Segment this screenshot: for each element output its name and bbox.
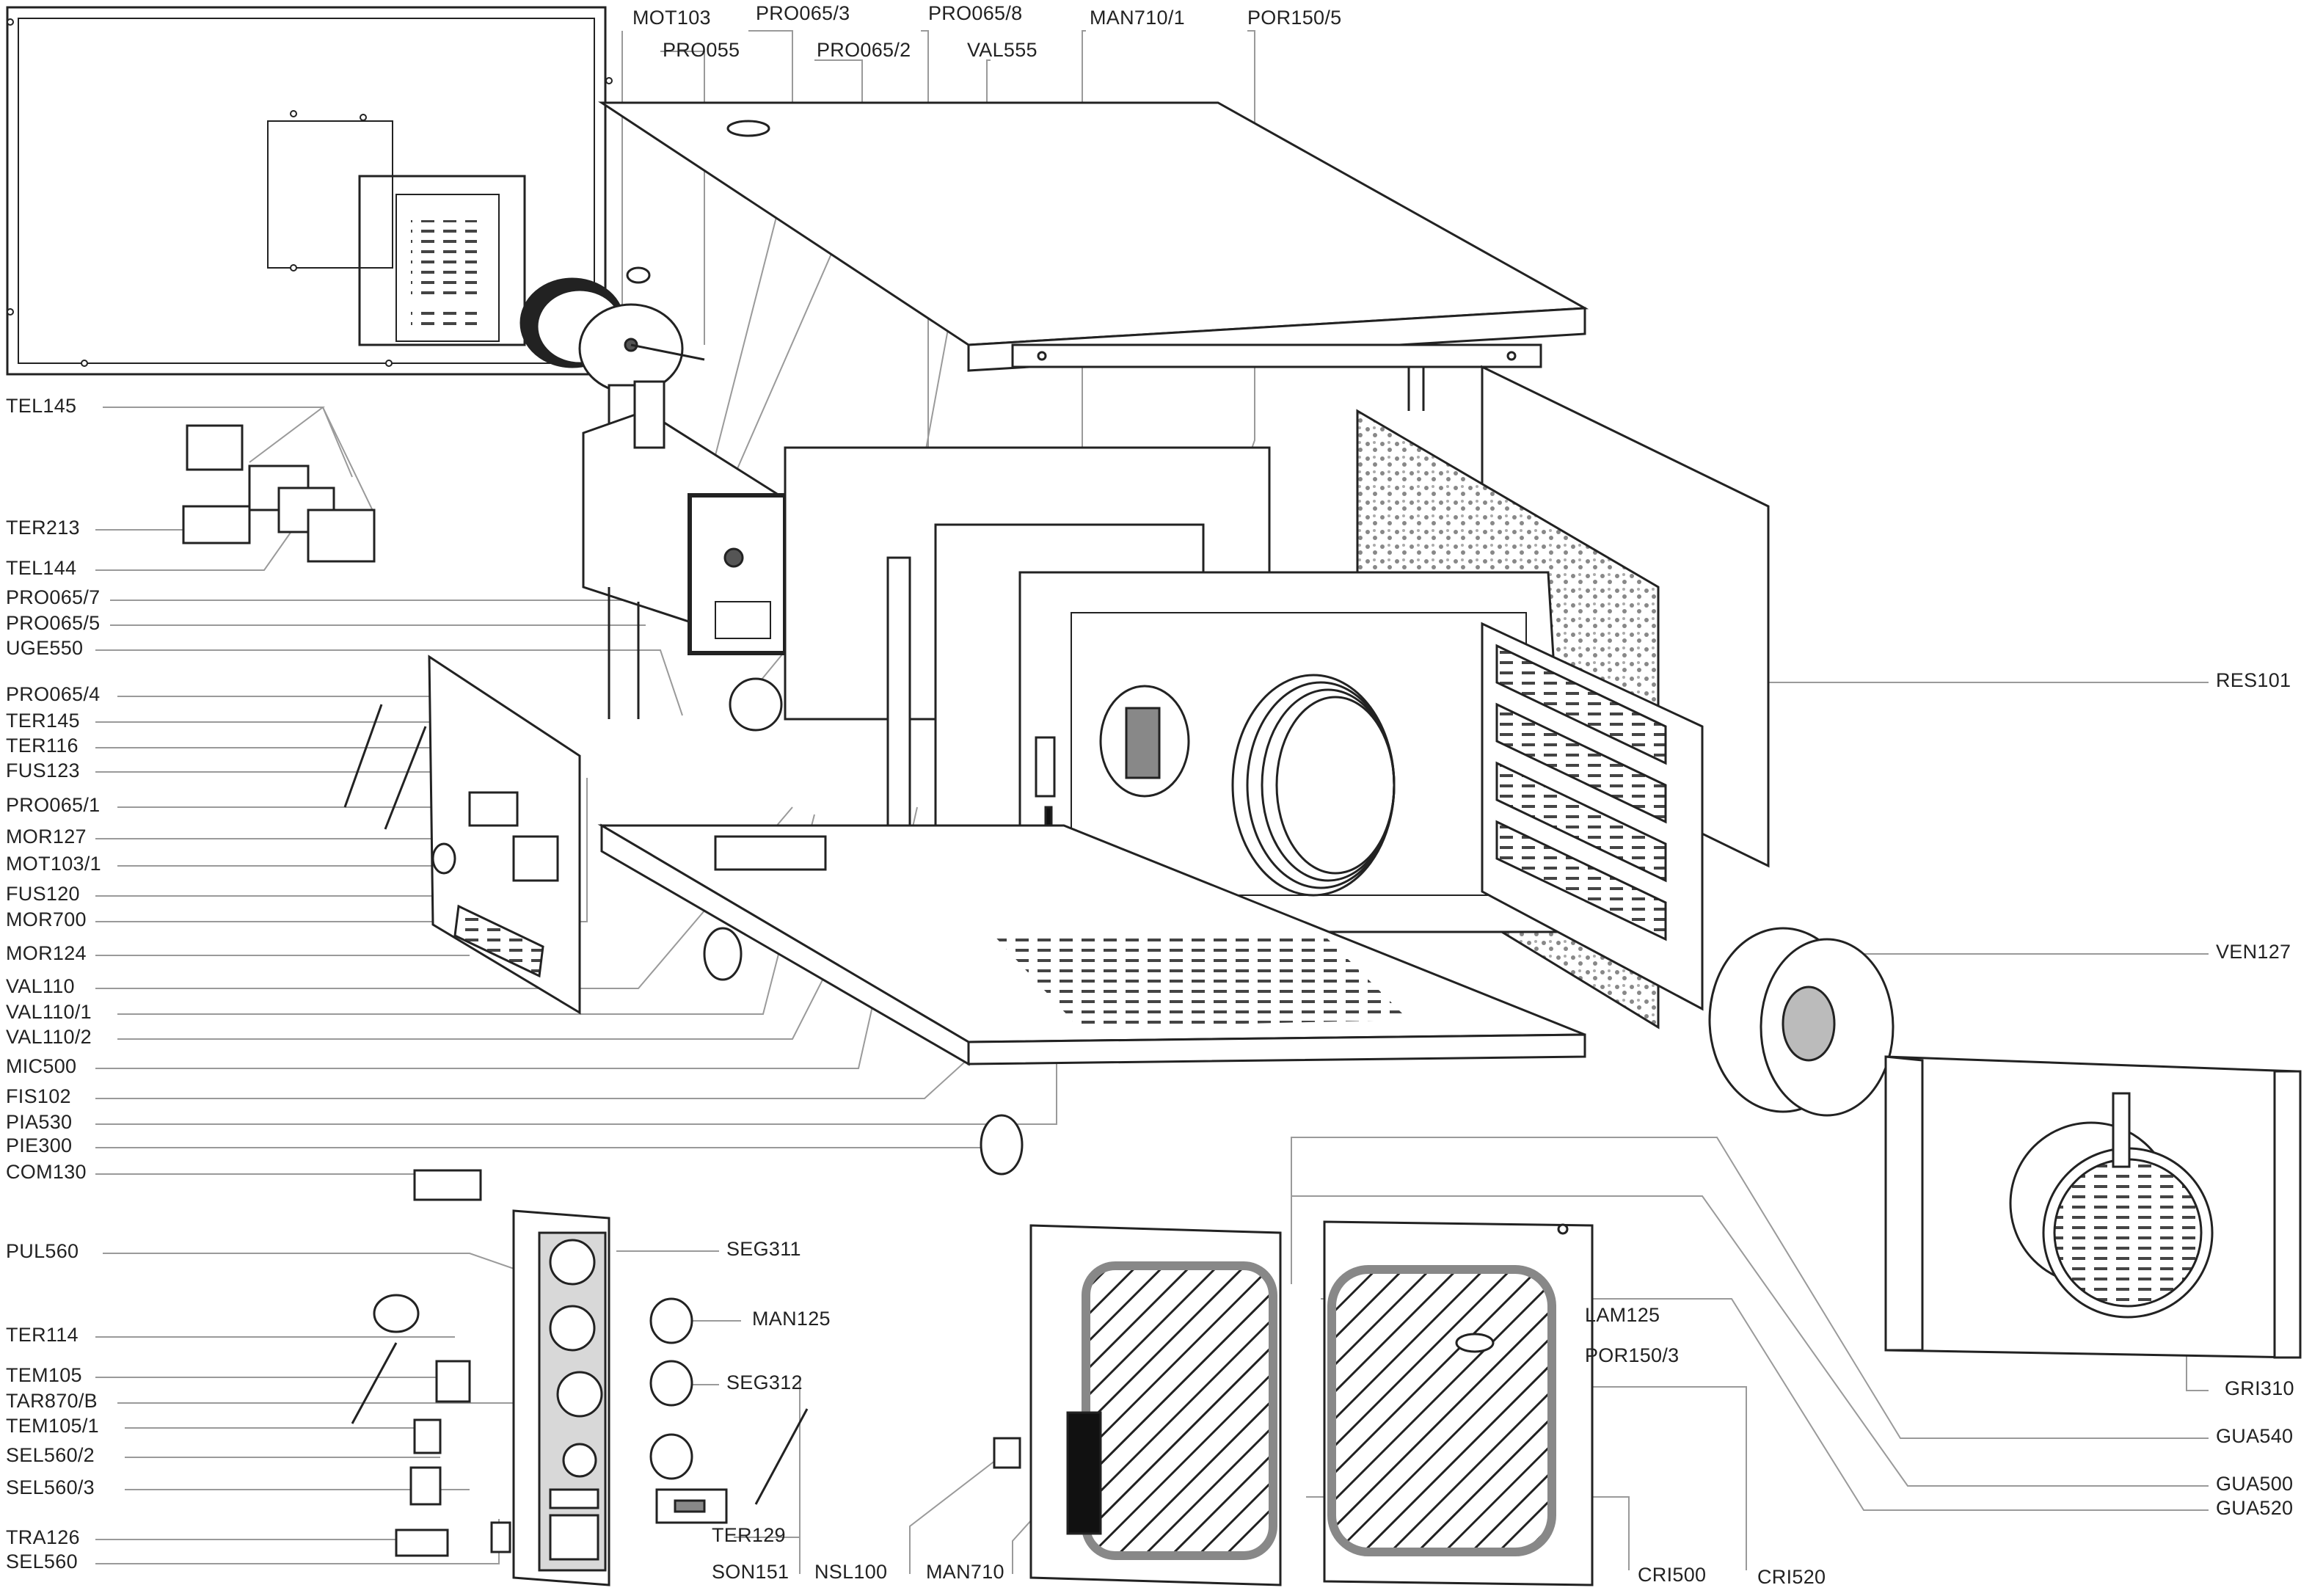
label-VAL110-1: VAL110/1 [6, 1001, 92, 1023]
label-COM130: COM130 [6, 1161, 87, 1183]
label-VAL110-2: VAL110/2 [6, 1026, 92, 1048]
tray-rack [1481, 622, 1704, 1011]
fan-wheel [1708, 927, 1895, 1117]
label-TER114: TER114 [6, 1324, 79, 1346]
oven-chamber [1018, 571, 1572, 933]
label-PUL560: PUL560 [6, 1240, 79, 1262]
label-MAN125: MAN125 [752, 1308, 831, 1330]
back-panel [6, 6, 607, 376]
relays [182, 424, 376, 563]
label-PRO065-7: PRO065/7 [6, 586, 101, 608]
label-MOR124: MOR124 [6, 942, 87, 964]
label-MAN710: MAN710 [926, 1561, 1004, 1583]
label-TER116: TER116 [6, 735, 79, 757]
label-GUA500: GUA500 [2216, 1473, 2294, 1495]
label-PRO065-8: PRO065/8 [928, 2, 1023, 24]
label-SEL560: SEL560 [6, 1551, 78, 1573]
top-cover [598, 101, 1589, 372]
label-TEL145: TEL145 [6, 395, 77, 417]
label-SON151: SON151 [712, 1561, 789, 1583]
label-PRO065-3: PRO065/3 [756, 2, 850, 24]
label-FIS102: FIS102 [6, 1085, 71, 1107]
label-PRO065-4: PRO065/4 [6, 683, 101, 705]
label-TER213: TER213 [6, 517, 80, 539]
electrical-box [582, 380, 787, 719]
label-SEL560-3: SEL560/3 [6, 1476, 95, 1498]
label-PRO055: PRO055 [663, 39, 740, 61]
label-LAM125: LAM125 [1585, 1304, 1660, 1326]
label-MOR700: MOR700 [6, 908, 87, 930]
label-TER129: TER129 [712, 1524, 786, 1546]
label-TEM105: TEM105 [6, 1364, 82, 1386]
label-GRI310: GRI310 [2225, 1377, 2294, 1399]
fan-guard-panel [1884, 1055, 2302, 1359]
label-UGE550: UGE550 [6, 637, 84, 659]
label-MAN710-1: MAN710/1 [1090, 7, 1185, 29]
control-knobs [649, 1297, 728, 1524]
label-PIE300: PIE300 [6, 1134, 73, 1156]
label-PRO065-2: PRO065/2 [817, 39, 911, 61]
label-PIA530: PIA530 [6, 1111, 73, 1133]
label-MIC500: MIC500 [6, 1055, 77, 1077]
label-FUS120: FUS120 [6, 883, 80, 905]
outer-door [1029, 1224, 1282, 1586]
label-SEG312: SEG312 [726, 1371, 803, 1393]
label-PRO065-5: PRO065/5 [6, 612, 101, 634]
label-GUA540: GUA540 [2216, 1425, 2294, 1447]
label-MOT103: MOT103 [632, 7, 711, 29]
motor [519, 266, 705, 438]
label-POR150-5: POR150/5 [1247, 7, 1342, 29]
label-TRA126: TRA126 [6, 1526, 80, 1548]
label-TAR870-B: TAR870/B [6, 1390, 98, 1412]
panel-screws [7, 18, 613, 367]
label-TEL144: TEL144 [6, 557, 77, 579]
valves [703, 677, 1024, 1176]
base-tray [597, 823, 1586, 1066]
label-FUS123: FUS123 [6, 759, 80, 781]
inner-door [1323, 1220, 1594, 1586]
misc-parts [351, 1169, 1021, 1557]
label-MOT103-1: MOT103/1 [6, 853, 101, 875]
component-board [343, 655, 581, 1015]
label-TEM105-1: TEM105/1 [6, 1415, 99, 1437]
label-CRI500: CRI500 [1638, 1564, 1707, 1586]
label-VAL110: VAL110 [6, 975, 75, 997]
label-VAL555: VAL555 [967, 39, 1038, 61]
label-VEN127: VEN127 [2216, 941, 2291, 963]
label-TER145: TER145 [6, 710, 80, 732]
control-panel [512, 1209, 610, 1586]
label-CRI520: CRI520 [1757, 1566, 1826, 1588]
label-RES101: RES101 [2216, 669, 2291, 691]
label-SEG311: SEG311 [726, 1238, 801, 1260]
label-NSL100: NSL100 [814, 1561, 888, 1583]
label-PRO065-1: PRO065/1 [6, 794, 101, 816]
label-SEL560-2: SEL560/2 [6, 1444, 95, 1466]
label-POR150-3: POR150/3 [1585, 1344, 1680, 1366]
label-GUA520: GUA520 [2216, 1497, 2294, 1519]
label-MOR127: MOR127 [6, 826, 87, 848]
